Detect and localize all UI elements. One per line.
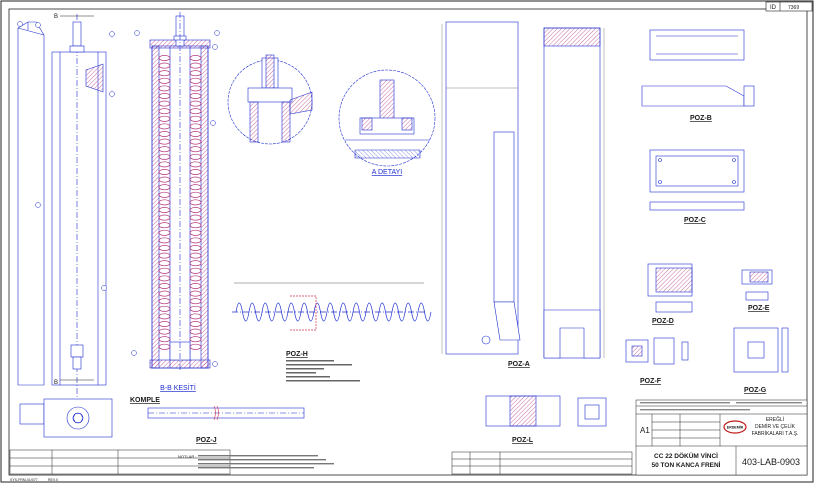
footer-rev: REV.0 xyxy=(48,478,58,482)
poz-l-title: POZ-L xyxy=(512,437,534,444)
logo-text: ERDEMİR xyxy=(727,426,744,430)
komple-title: KOMPLE xyxy=(130,397,160,404)
section-b-bottom: B xyxy=(54,380,58,386)
poz-j-title: POZ-J xyxy=(196,437,217,444)
title-line-1: CC 22 DÖKÜM VİNCİ xyxy=(654,451,718,460)
poz-l-views xyxy=(485,395,607,427)
id-value: 7369 xyxy=(788,5,799,11)
bb-section-view xyxy=(149,12,211,372)
balloon-markers-bb xyxy=(131,30,220,367)
komple-view xyxy=(19,398,113,438)
a-detail-title: A DETAYI xyxy=(372,169,403,176)
poz-f-views xyxy=(625,337,689,365)
drawing-number: 403-LAB-0903 xyxy=(742,457,800,467)
poz-e-views xyxy=(741,269,773,301)
poz-a-title: POZ-A xyxy=(508,361,530,368)
title-block xyxy=(635,399,808,476)
poz-g-views xyxy=(733,327,789,373)
company-line-2: DEMİR VE ÇELİK xyxy=(755,423,796,430)
poz-h-title: POZ-H xyxy=(286,351,308,358)
poz-c-title: POZ-C xyxy=(684,217,706,224)
detail-circle-a xyxy=(338,69,436,167)
title-line-2: 50 TON KANCA FRENİ xyxy=(652,461,721,469)
poz-g-title: POZ-G xyxy=(744,387,767,394)
poz-b-views xyxy=(641,29,755,107)
poz-b-title: POZ-B xyxy=(690,115,712,122)
poz-c-views xyxy=(649,149,745,211)
left-elevation-view xyxy=(17,14,107,400)
poz-a-views xyxy=(441,21,605,359)
inner-border xyxy=(8,8,808,476)
notes-lines xyxy=(198,455,334,469)
balloon-markers-left xyxy=(17,21,115,291)
poz-d-title: POZ-D xyxy=(652,318,674,325)
sheet-id-box: ID 7369 xyxy=(765,1,813,12)
footer-form-code: SYS-FRM-01/077 xyxy=(10,478,38,482)
detail-circle-1 xyxy=(227,54,313,145)
poz-j-rod xyxy=(147,405,305,421)
bb-spring-coils-right xyxy=(189,55,202,350)
notes-heading: NOTLAR : xyxy=(178,454,196,459)
id-label: ID xyxy=(770,5,777,11)
erdemir-logo: ERDEMİR xyxy=(723,420,747,434)
bb-spring-coils-left xyxy=(158,55,171,350)
company-line-1: EREĞLİ xyxy=(766,416,784,423)
company-line-3: FABRİKALARI T.A.Ş. xyxy=(752,430,799,437)
poz-d-views xyxy=(647,263,693,313)
poz-h-notes xyxy=(286,360,360,382)
poz-e-title: POZ-E xyxy=(748,305,770,312)
title-block-small-text xyxy=(640,402,802,411)
bb-section-title: B-B KESİTİ xyxy=(160,383,196,392)
bottom-table xyxy=(9,449,633,475)
sheet-size: A1 xyxy=(640,426,650,435)
poz-f-title: POZ-F xyxy=(640,378,662,385)
poz-h-spring xyxy=(232,282,432,331)
section-b-top: B xyxy=(54,14,58,20)
